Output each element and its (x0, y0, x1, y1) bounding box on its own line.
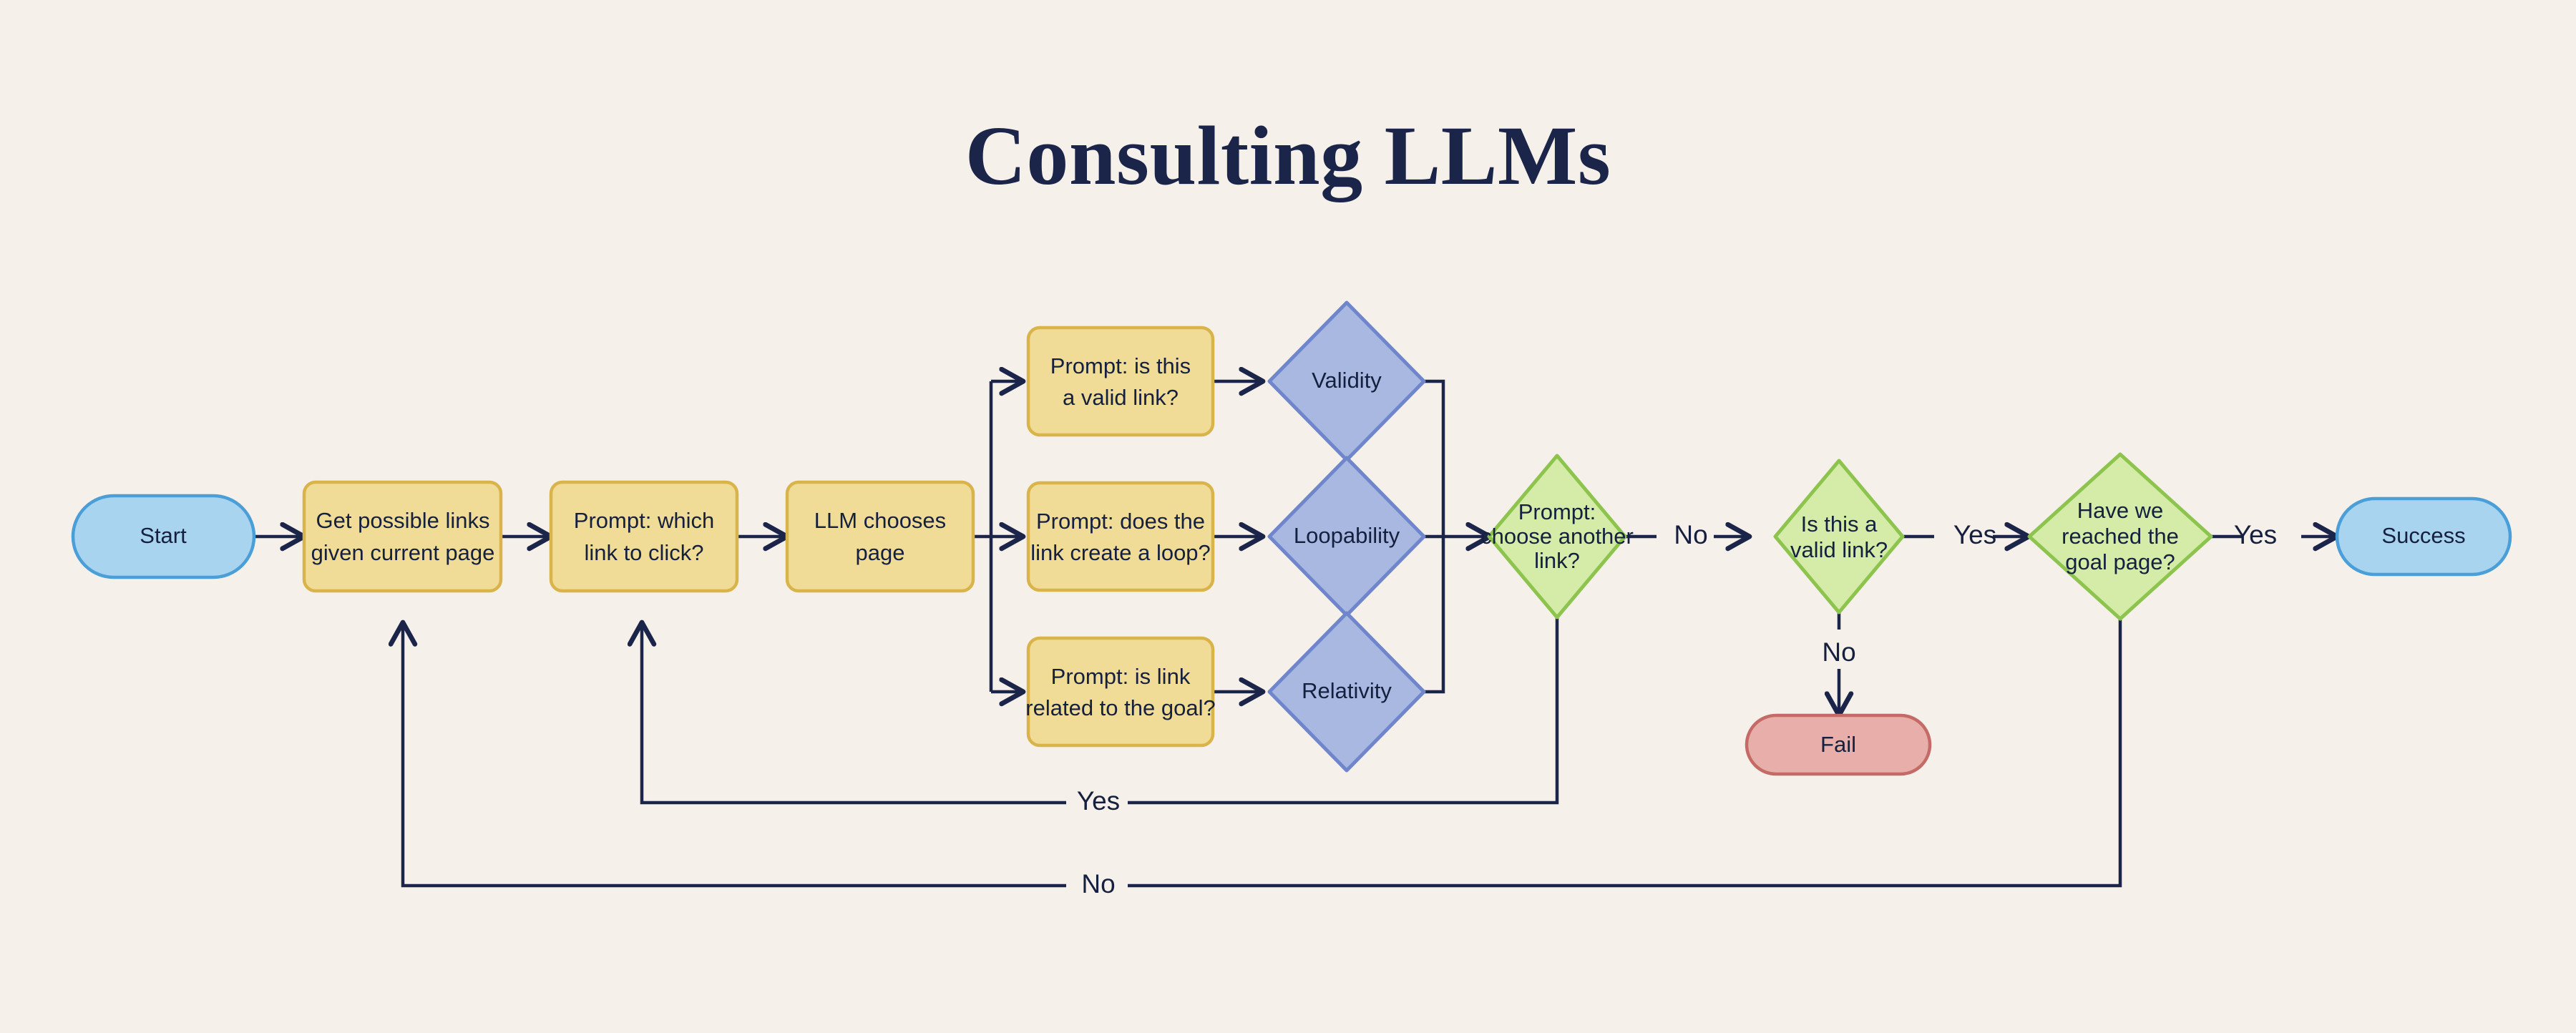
reached-goal-label-3: goal page? (2065, 549, 2175, 574)
prompt-valid-label-1: Prompt: is this (1050, 353, 1191, 378)
which-link-label-1: Prompt: which (574, 508, 714, 533)
node-start[interactable]: Start (71, 494, 256, 579)
edge-label-chooseanother-no: No (1674, 520, 1707, 549)
reached-goal-label-1: Have we (2077, 498, 2164, 523)
edge-label-loop-no: No (1081, 869, 1115, 899)
get-links-label-2: given current page (311, 540, 495, 565)
loopability-label: Loopability (1294, 523, 1400, 548)
prompt-loop-label-1: Prompt: does the (1036, 509, 1205, 534)
node-choose-another[interactable]: Prompt: choose another link? (1480, 454, 1634, 620)
node-prompt-related[interactable]: Prompt: is link related to the goal? (1025, 636, 1216, 748)
is-valid-label-2: valid link? (1790, 537, 1888, 562)
start-shape (71, 494, 256, 579)
edge-yes-loop-right (1128, 617, 1559, 805)
success-label: Success (2381, 523, 2465, 548)
get-links-shape (302, 480, 503, 593)
prompt-valid-label-2: a valid link? (1063, 385, 1179, 410)
success-shape (2335, 496, 2512, 577)
which-link-label-2: link to click? (584, 540, 703, 565)
llm-chooses-label-1: LLM chooses (814, 508, 946, 533)
node-reached-goal[interactable]: Have we reached the goal page? (2027, 452, 2213, 621)
node-prompt-loop[interactable]: Prompt: does the link create a loop? (1026, 481, 1215, 592)
prompt-valid-shape (1026, 325, 1215, 437)
prompt-loop-shape (1026, 481, 1215, 592)
node-get-links[interactable]: Get possible links given current page (302, 480, 503, 593)
node-llm-chooses[interactable]: LLM chooses page (785, 480, 975, 593)
node-is-valid[interactable]: Is this a valid link? (1773, 459, 1905, 615)
page-title: Consulting LLMs (965, 109, 1611, 202)
node-loopability[interactable]: Loopability (1267, 456, 1426, 617)
prompt-loop-label-2: link create a loop? (1030, 540, 1211, 565)
edge-label-loop-yes: Yes (1077, 786, 1120, 816)
node-relativity[interactable]: Relativity (1267, 611, 1426, 773)
relativity-shape (1267, 611, 1426, 773)
choose-another-label-1: Prompt: (1518, 499, 1596, 524)
llm-chooses-shape (785, 480, 975, 593)
fail-label: Fail (1820, 732, 1856, 757)
start-label: Start (140, 523, 187, 548)
relativity-label: Relativity (1302, 678, 1392, 703)
choose-another-label-2: choose another (1480, 524, 1634, 549)
choose-another-shape (1487, 454, 1627, 620)
is-valid-shape (1773, 459, 1905, 615)
prompt-related-label-2: related to the goal? (1025, 695, 1215, 720)
choose-another-label-3: link? (1534, 548, 1580, 573)
node-prompt-valid[interactable]: Prompt: is this a valid link? (1026, 325, 1215, 437)
node-success[interactable]: Success (2335, 496, 2512, 577)
node-validity[interactable]: Validity (1267, 300, 1426, 462)
prompt-related-shape (1026, 636, 1215, 748)
get-links-label-1: Get possible links (316, 508, 490, 533)
prompt-related-label-1: Prompt: is link (1051, 664, 1191, 689)
edge-label-reachedgoal-yes: Yes (2234, 520, 2277, 549)
which-link-shape (549, 480, 739, 593)
reached-goal-label-2: reached the (2062, 524, 2179, 549)
validity-label: Validity (1312, 368, 1382, 393)
reached-goal-shape (2027, 452, 2213, 621)
llm-chooses-label-2: page (856, 540, 905, 565)
edge-label-isvalid-no: No (1822, 637, 1855, 667)
node-which-link[interactable]: Prompt: which link to click? (549, 480, 739, 593)
edge-no-loop-right (1128, 597, 2122, 888)
is-valid-label-1: Is this a (1801, 511, 1878, 537)
fail-shape (1745, 713, 1932, 776)
edge-yes-loop-left (627, 620, 1066, 805)
edge-label-isvalid-yes: Yes (1953, 520, 1996, 549)
edge-no-loop-left (388, 620, 1066, 888)
node-fail[interactable]: Fail (1745, 713, 1932, 776)
